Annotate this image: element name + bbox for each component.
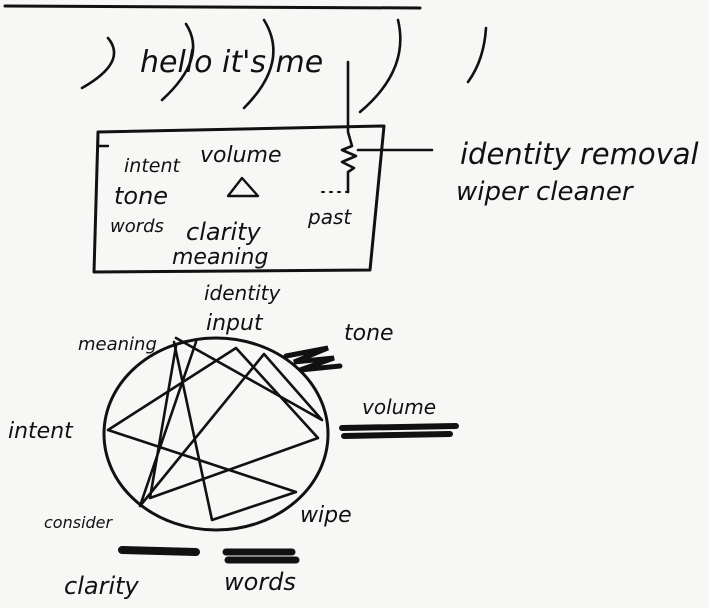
side-label-identity-removal: identity removal — [460, 137, 699, 171]
box-label-words: words — [110, 216, 164, 237]
label-input: input — [206, 311, 264, 336]
enneagram-wheel — [104, 338, 328, 530]
scribble-volume — [342, 426, 456, 436]
speech-text: hello it's me — [140, 45, 323, 80]
scribble-words — [226, 552, 296, 560]
wheel-label-tone: tone — [344, 321, 394, 346]
wheel-label-volume: volume — [362, 395, 436, 419]
wheel-label-intent: intent — [8, 419, 74, 444]
wheel-label-words: words — [224, 568, 296, 596]
side-label-wiper-cleaner: wiper cleaner — [456, 177, 635, 207]
box-label-clarity: clarity — [186, 218, 262, 246]
wheel-circle — [104, 338, 328, 530]
sound-wave-arc — [82, 38, 114, 88]
sound-wave-arc — [360, 20, 400, 112]
box-label-intent: intent — [124, 155, 182, 177]
wheel-label-consider: consider — [44, 513, 114, 532]
box-label-meaning: meaning — [172, 245, 268, 270]
wheel-label-meaning: meaning — [78, 334, 157, 355]
label-identity: identity — [204, 281, 281, 305]
scribble-clarity — [122, 550, 196, 552]
wheel-label-clarity: clarity — [64, 572, 140, 600]
sound-wave-arc — [468, 28, 486, 82]
box-label-volume: volume — [200, 143, 282, 168]
box-corner-tab — [98, 132, 108, 146]
box-label-tone: tone — [114, 182, 168, 210]
box-label-past: past — [307, 205, 352, 229]
wheel-label-wipe: wipe — [300, 503, 352, 528]
triangle-icon — [228, 178, 258, 196]
top-edge-stroke — [5, 6, 420, 8]
